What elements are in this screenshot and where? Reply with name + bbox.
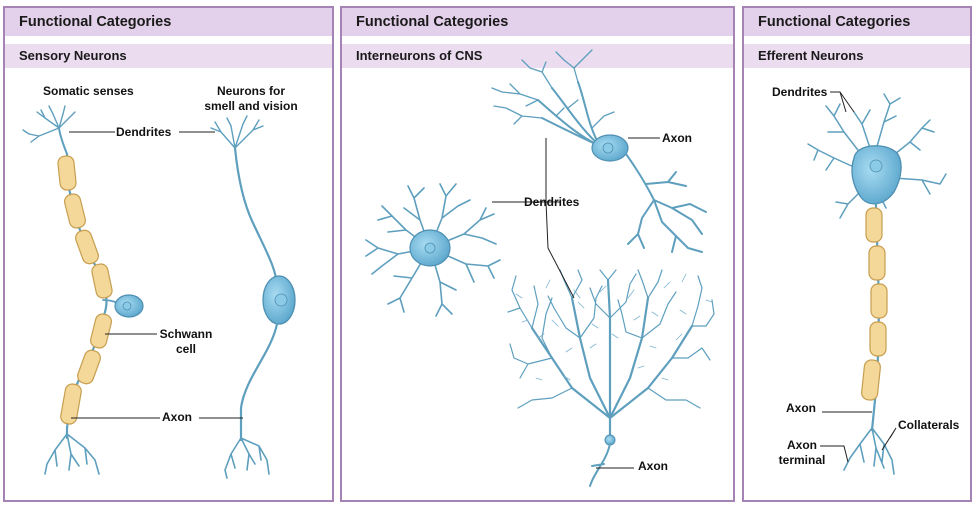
schwann-cell-label: Schwann cell — [151, 327, 221, 357]
efferent-neuron-collaterals — [843, 427, 895, 475]
somatic-senses-label: Somatic senses — [43, 84, 134, 98]
panel-efferent-neurons: Functional Categories Efferent Neurons D — [742, 6, 972, 502]
interneuron-purkinje-fine-branches — [515, 273, 713, 381]
smell-vision-neuron-axon — [239, 322, 279, 442]
interneuron-purkinje-dendritic-tree — [507, 269, 715, 442]
interneuron-stellate-dendrites — [365, 183, 501, 317]
efferent-neuron-cell-body — [851, 145, 902, 205]
leader-collaterals — [881, 427, 897, 451]
interneuron-top-nucleus — [602, 142, 614, 154]
panel-subtitle: Efferent Neurons — [744, 44, 970, 68]
leader-dendrites-purkinje — [522, 201, 575, 299]
axon-label: Axon — [786, 401, 816, 415]
somatic-neuron-axon-terminals — [44, 433, 100, 475]
axon-terminal-label-line2: terminal — [778, 453, 826, 467]
axon-label: Axon — [162, 410, 192, 424]
dendrites-label: Dendrites — [116, 125, 172, 139]
axon-terminal-label: Axon terminal — [774, 438, 830, 468]
sensory-neurons-drawing — [22, 105, 296, 479]
axon-terminal-label-line1: Axon — [787, 438, 817, 452]
collaterals-label: Collaterals — [898, 418, 960, 432]
leader-dendrites — [830, 91, 855, 113]
dendrites-label: Dendrites — [524, 195, 580, 209]
schwann-cell-label-line2: cell — [175, 342, 196, 356]
panel-interneurons: Functional Categories Interneurons of CN… — [340, 6, 735, 502]
efferent-neuron-nucleus — [869, 159, 883, 173]
schwann-cell-segments — [57, 155, 113, 425]
efferent-neuron-drawing — [807, 91, 947, 475]
leader-axon-terminal — [820, 445, 849, 463]
leader-dendrites-top-branch — [522, 138, 547, 203]
schwann-cell-label-line1: Schwann — [159, 327, 213, 341]
smell-vision-neuron-nucleus — [274, 293, 288, 307]
panel-category-title: Functional Categories — [342, 8, 733, 36]
smell-vision-neuron-dendrite-trunk — [233, 146, 279, 290]
smell-vision-label: Neurons for smell and vision — [191, 84, 311, 114]
interneurons-drawing — [365, 49, 715, 487]
dendrites-label: Dendrites — [772, 85, 828, 99]
panel-category-title: Functional Categories — [744, 8, 970, 36]
panel-sensory-neurons: Functional Categories Sensory Neurons — [3, 6, 334, 502]
smell-vision-neuron-dendrites — [210, 115, 264, 149]
panel-subtitle: Interneurons of CNS — [342, 44, 733, 68]
interneuron-purkinje-axon — [589, 443, 611, 487]
interneuron-top-dendrites — [491, 49, 615, 147]
somatic-neuron-dendrites — [22, 105, 76, 155]
panel-subtitle: Sensory Neurons — [5, 44, 332, 68]
smell-vision-label-line1: Neurons for — [216, 84, 285, 98]
somatic-neuron-nucleus — [122, 301, 132, 311]
smell-vision-label-line2: smell and vision — [204, 99, 298, 113]
panel-category-title: Functional Categories — [5, 8, 332, 36]
smell-vision-neuron-axon-terminals — [224, 437, 270, 479]
axon-top-label: Axon — [662, 131, 692, 145]
axon-bottom-label: Axon — [638, 459, 668, 473]
interneuron-top-axon — [625, 153, 707, 253]
interneuron-stellate-nucleus — [424, 242, 436, 254]
efferent-neuron-myelin — [861, 207, 888, 401]
